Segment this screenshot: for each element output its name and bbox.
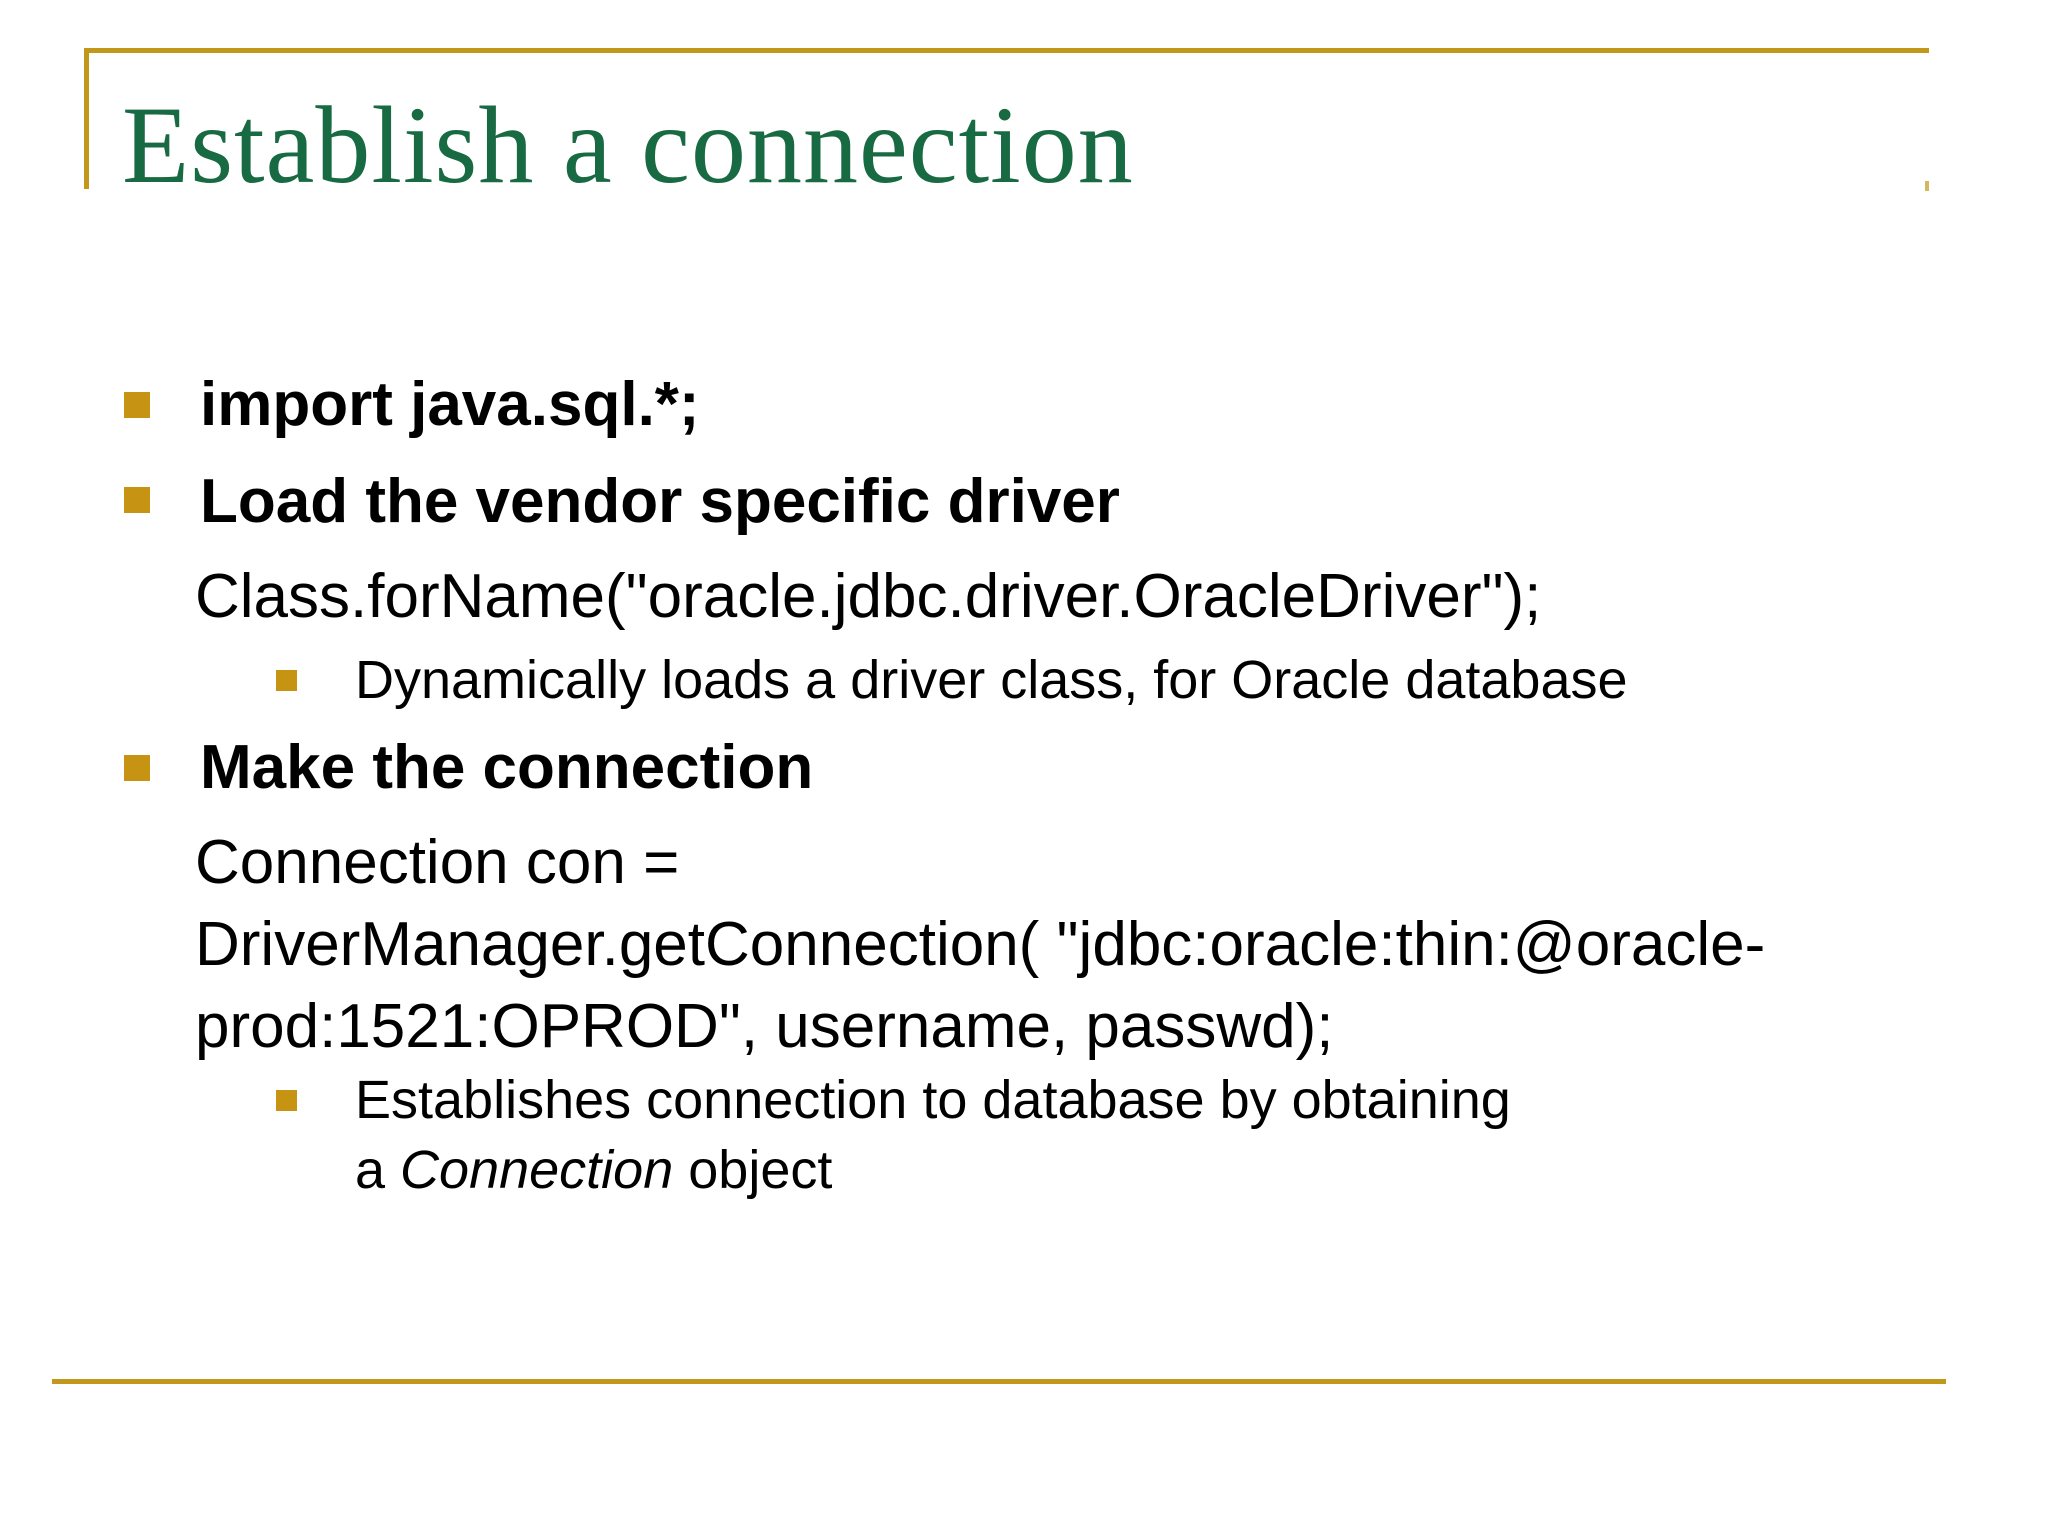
top-border-line — [84, 48, 1929, 53]
bullet-make-connection: Make the connection — [200, 733, 814, 802]
connection-class-name-italic: Connection — [400, 1140, 674, 1200]
code-line-1: Connection con = — [195, 828, 680, 897]
sub-bullet-dynamically-loads: Dynamically loads a driver class, for Or… — [355, 650, 1628, 710]
bullet-square-icon — [124, 755, 150, 781]
code-line-2: DriverManager.getConnection( "jdbc:oracl… — [195, 910, 1766, 979]
bullet-square-icon — [124, 487, 150, 513]
left-border-line — [84, 48, 89, 189]
right-edge-tick — [1925, 181, 1929, 191]
bullet-import-java-sql: import java.sql.*; — [200, 370, 700, 439]
sub-line-2-prefix: a — [355, 1140, 401, 1200]
sub-bullet-square-icon — [276, 1090, 297, 1111]
sub-bullet-establishes-connection: Establishes connection to database by ob… — [355, 1065, 1511, 1205]
bullet-square-icon — [124, 392, 150, 418]
bottom-border-line — [52, 1379, 1946, 1384]
sub-line-2: a Connection object — [355, 1140, 832, 1200]
sub-line-2-suffix: object — [673, 1140, 833, 1200]
bullet-load-driver: Load the vendor specific driver — [200, 467, 1120, 536]
code-line-3: prod:1521:OPROD", username, passwd); — [195, 992, 1334, 1061]
sub-bullet-square-icon — [276, 670, 297, 691]
code-getconnection: Connection con = DriverManager.getConnec… — [195, 822, 1765, 1068]
code-class-forname: Class.forName("oracle.jdbc.driver.Oracle… — [195, 562, 1542, 631]
sub-line-1: Establishes connection to database by ob… — [355, 1070, 1511, 1130]
slide-title: Establish a connection — [122, 84, 1134, 206]
